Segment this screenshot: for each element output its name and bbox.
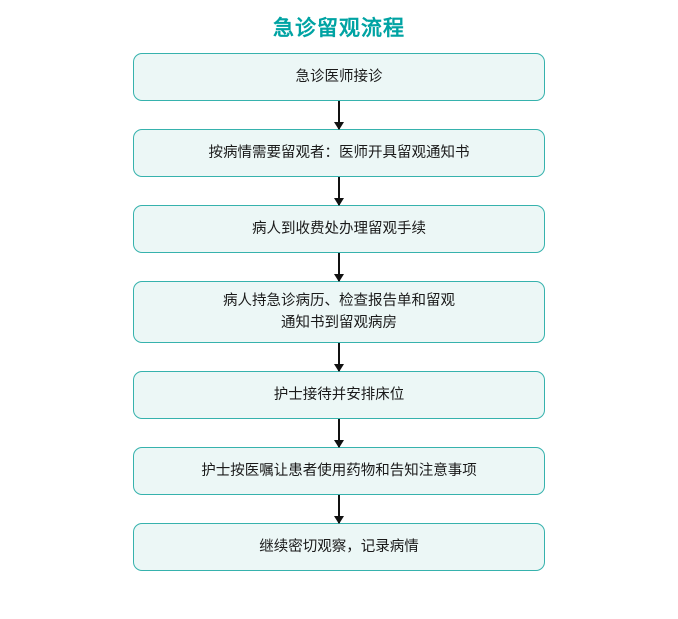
connector-arrow-3 [334,253,344,282]
connector-arrow-6 [334,495,344,524]
connector-arrow-2 [334,177,344,206]
flow-node-7[interactable]: 继续密切观察，记录病情 [133,523,545,571]
arrowhead-icon [334,440,344,448]
flow-node-5[interactable]: 护士接待并安排床位 [133,371,545,419]
arrowhead-icon [334,122,344,130]
arrowhead-icon [334,516,344,524]
connector-arrow-1 [334,101,344,130]
connector-arrow-5 [334,419,344,448]
flow-node-1[interactable]: 急诊医师接诊 [133,53,545,101]
flow-node-4[interactable]: 病人持急诊病历、检查报告单和留观 通知书到留观病房 [133,281,545,343]
flowchart-body: 急诊医师接诊 按病情需要留观者：医师开具留观通知书 病人到收费处办理留观手续 病… [0,53,678,571]
arrowhead-icon [334,364,344,372]
connector-arrow-4 [334,343,344,372]
page-title: 急诊留观流程 [273,16,405,40]
flow-node-6[interactable]: 护士按医嘱让患者使用药物和告知注意事项 [133,447,545,495]
arrowhead-icon [334,198,344,206]
flow-node-3[interactable]: 病人到收费处办理留观手续 [133,205,545,253]
arrowhead-icon [334,274,344,282]
flow-node-2[interactable]: 按病情需要留观者：医师开具留观通知书 [133,129,545,177]
